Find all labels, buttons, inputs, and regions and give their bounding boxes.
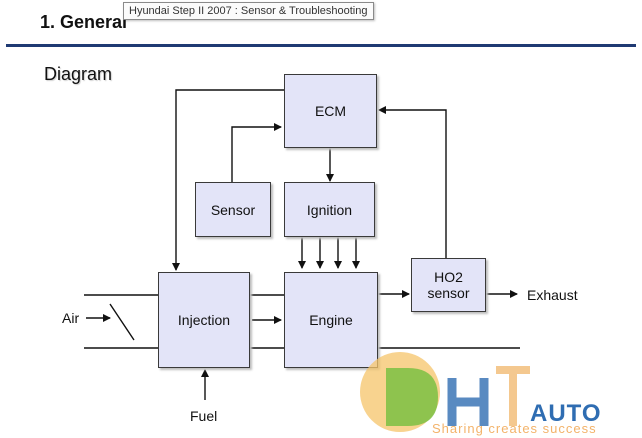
fuel-label: Fuel xyxy=(190,408,218,424)
sensor-to-ecm-line xyxy=(231,123,282,182)
sensor-block: Sensor xyxy=(195,182,271,237)
exhaust-label: Exhaust xyxy=(527,287,578,303)
tooltip: Hyundai Step II 2007 : Sensor & Troubles… xyxy=(123,2,374,20)
engine-block: Engine xyxy=(284,272,378,368)
injection-block: Injection xyxy=(158,272,250,368)
ho2-label-line2: sensor xyxy=(427,285,470,301)
watermark-tagline: Sharing creates success xyxy=(432,421,597,436)
watermark-logo xyxy=(360,352,530,432)
diagram-title: Diagram xyxy=(44,64,113,84)
air-label: Air xyxy=(62,310,80,326)
ecm-to-injection-line xyxy=(172,89,284,271)
ho2-to-ecm-line xyxy=(378,106,447,258)
heading-rule xyxy=(6,44,636,47)
throttle-valve xyxy=(109,303,135,341)
page-heading: 1. General xyxy=(40,12,128,32)
watermark-brand: AUTO xyxy=(530,400,602,427)
ignition-block: Ignition xyxy=(284,182,375,237)
ecm-block: ECM xyxy=(284,74,377,148)
ho2-sensor-block: HO2 sensor xyxy=(411,258,486,312)
ho2-label-line1: HO2 xyxy=(434,269,463,285)
engine-label: Engine xyxy=(309,312,353,328)
injection-label: Injection xyxy=(177,312,231,328)
